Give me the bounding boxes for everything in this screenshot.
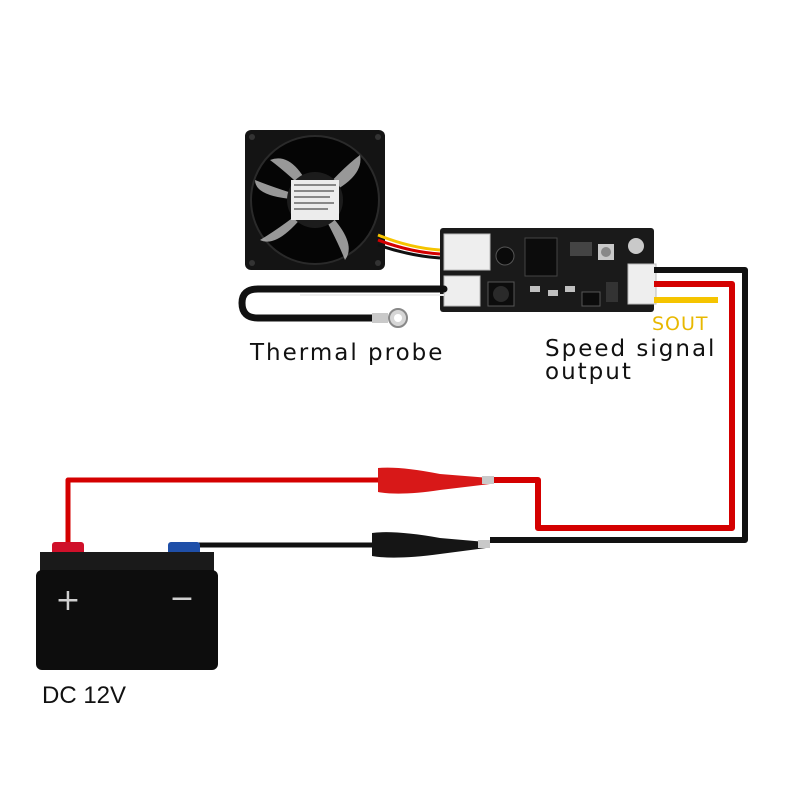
pcb-board-icon [440, 228, 657, 312]
thermal-probe-icon [238, 285, 448, 328]
battery-minus-symbol: − [169, 581, 194, 616]
alligator-clip-icon [378, 467, 494, 494]
speed-signal-label: Speed signal output [545, 338, 716, 384]
alligator-clip-icon [372, 532, 490, 558]
sout-label: SOUT [652, 313, 709, 335]
fan-wires [377, 233, 441, 260]
speed-signal-line2: output [545, 359, 633, 385]
battery-plus-symbol: + [55, 583, 80, 618]
dc-voltage-label: DC 12V [42, 682, 127, 709]
speed-signal-line1: Speed signal [545, 336, 717, 362]
battery-wires [65, 477, 385, 548]
battery-icon: + − [36, 542, 218, 670]
cooling-fan-icon [245, 130, 385, 270]
output-wires [490, 267, 748, 543]
thermal-probe-label: Thermal probe [250, 340, 445, 366]
